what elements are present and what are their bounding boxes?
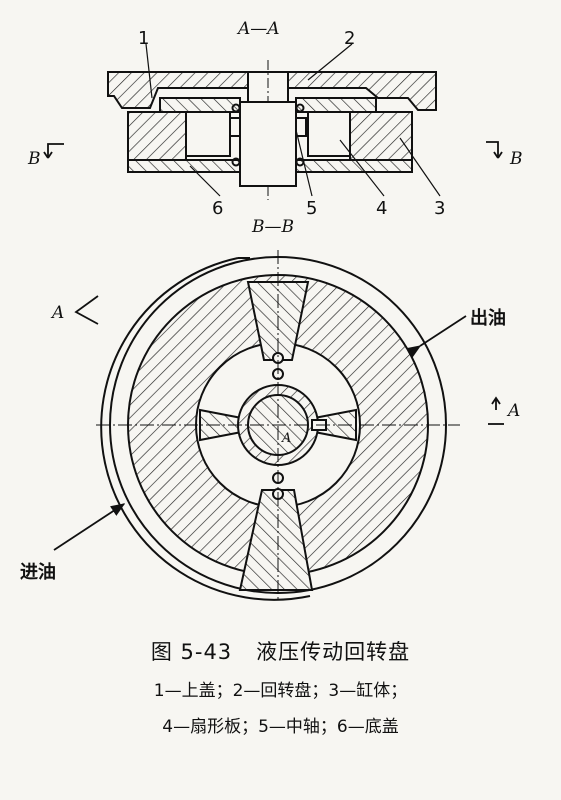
label-a-left: A <box>50 303 64 323</box>
bottom-cover-part <box>127 159 241 173</box>
part-number-1: 1 <box>138 28 149 49</box>
figure-legend-line-2: 4—扇形板；5—中轴；6—底盖 <box>162 717 399 737</box>
part-number-3: 3 <box>434 198 445 219</box>
label-section-a-a: A—A <box>236 19 280 39</box>
leader-lines-top <box>145 43 441 197</box>
rotating-disc-part <box>159 97 241 113</box>
section-a-a <box>107 60 437 200</box>
section-b-markers <box>43 141 503 159</box>
label-a-center: A <box>281 431 291 446</box>
technical-drawing: A—A B—B B B A A A 1 2 3 4 5 6 出油 进油 <box>20 19 523 601</box>
section-a-markers <box>74 295 504 425</box>
part-number-6: 6 <box>212 198 223 219</box>
label-inlet: 进油 <box>20 561 56 583</box>
label-section-b-b: B—B <box>251 217 294 237</box>
vane-plate-right <box>295 117 307 137</box>
outlet-arrow <box>405 315 467 358</box>
figure-title: 液压传动回转盘 <box>256 640 411 664</box>
figure-caption: 图 5-43 液压传动回转盘 <box>0 636 561 666</box>
label-b-left: B <box>27 149 41 169</box>
cylinder-body-part <box>127 111 187 161</box>
center-lines <box>96 250 460 600</box>
label-a-right: A <box>506 401 520 421</box>
vane-plate-left <box>229 117 241 137</box>
part-number-2: 2 <box>344 28 355 49</box>
label-outlet: 出油 <box>470 307 506 329</box>
part-number-5: 5 <box>306 198 317 219</box>
flow-arrows <box>53 315 467 551</box>
figure-number: 图 5-43 <box>150 640 233 664</box>
part-number-4: 4 <box>376 198 387 219</box>
vane-sector-lower <box>238 489 314 591</box>
label-b-right: B <box>509 149 523 169</box>
figure-legend-line-1: 1—上盖；2—回转盘；3—缸体； <box>153 681 408 701</box>
inlet-arrow <box>53 503 126 551</box>
section-b-b <box>100 256 447 601</box>
